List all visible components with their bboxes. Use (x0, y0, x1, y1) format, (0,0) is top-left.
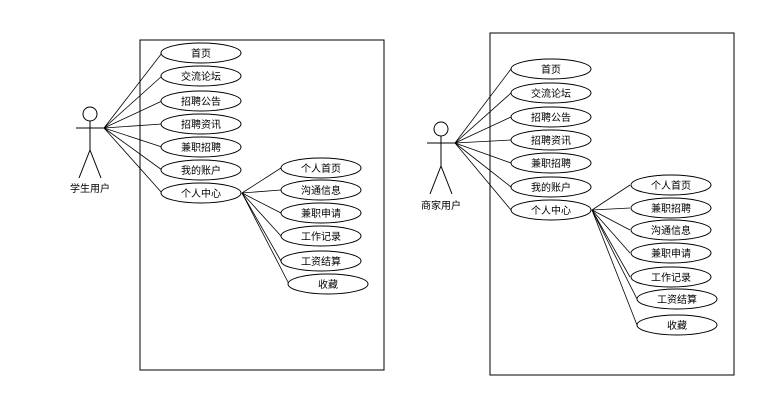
use-case-forum[interactable]: 交流论坛 (510, 82, 592, 104)
use-case-label: 兼职招聘 (531, 157, 571, 170)
use-case-label: 工资结算 (657, 293, 697, 306)
use-case-personal-home[interactable]: 个人首页 (630, 174, 712, 196)
use-case-label: 个人首页 (651, 179, 691, 192)
use-case-label: 收藏 (667, 319, 687, 332)
association-lines (454, 68, 638, 326)
use-case-forum[interactable]: 交流论坛 (160, 65, 242, 87)
use-case-job-application[interactable]: 兼职申请 (280, 202, 362, 224)
merchant-actor-label: 商家用户 (421, 199, 461, 212)
use-case-favorites[interactable]: 收藏 (636, 314, 718, 336)
use-case-label: 个人首页 (301, 162, 341, 175)
student-use-case-diagram: 学生用户 首页 交流论坛 招聘公告 招聘资讯 兼职招聘 (70, 39, 385, 371)
merchant-actor (427, 121, 455, 195)
use-case-home[interactable]: 首页 (160, 42, 242, 64)
use-case-job-news[interactable]: 招聘资讯 (510, 129, 592, 151)
use-case-label: 兼职申请 (651, 247, 691, 260)
use-case-label: 招聘资讯 (531, 134, 571, 147)
use-case-messages[interactable]: 沟通信息 (630, 219, 712, 241)
association-lines (103, 52, 290, 285)
use-case-label: 招聘公告 (531, 111, 571, 124)
student-actor (76, 106, 104, 179)
actor-head (433, 121, 449, 137)
use-case-label: 个人中心 (531, 204, 571, 217)
use-case-home[interactable]: 首页 (510, 58, 592, 80)
use-case-label: 我的账户 (181, 164, 221, 177)
use-case-label: 招聘资讯 (181, 118, 221, 131)
use-case-label: 兼职招聘 (181, 141, 221, 154)
actor-head (82, 106, 98, 122)
use-case-salary-settlement[interactable]: 工资结算 (636, 288, 718, 310)
use-case-job-news[interactable]: 招聘资讯 (160, 113, 242, 135)
use-case-job-application[interactable]: 兼职申请 (630, 242, 712, 264)
use-case-label: 招聘公告 (181, 95, 221, 108)
use-case-label: 收藏 (318, 278, 338, 291)
use-case-label: 工资结算 (301, 255, 341, 268)
use-case-job-announcement[interactable]: 招聘公告 (160, 90, 242, 112)
use-case-part-time-jobs[interactable]: 兼职招聘 (160, 136, 242, 158)
sub-use-cases: 个人首页 沟通信息 兼职申请 工作记录 工资结算 收藏 (280, 157, 369, 295)
use-case-label: 兼职申请 (301, 207, 341, 220)
use-case-work-records[interactable]: 工作记录 (280, 225, 362, 247)
system-boundary (489, 32, 735, 376)
use-case-job-announcement[interactable]: 招聘公告 (510, 106, 592, 128)
student-actor-label: 学生用户 (70, 182, 110, 195)
use-case-my-account[interactable]: 我的账户 (510, 176, 592, 198)
main-use-cases: 首页 交流论坛 招聘公告 招聘资讯 兼职招聘 我的账户 (160, 42, 242, 204)
use-case-personal-home[interactable]: 个人首页 (280, 157, 362, 179)
use-case-label: 沟通信息 (651, 224, 691, 237)
merchant-use-case-diagram: 商家用户 首页 交流论坛 招聘公告 招聘资讯 兼职招聘 (421, 32, 735, 376)
system-boundary (139, 39, 385, 371)
use-case-personal-center[interactable]: 个人中心 (160, 182, 242, 204)
use-case-label: 沟通信息 (301, 184, 341, 197)
use-case-label: 个人中心 (181, 187, 221, 200)
main-use-cases: 首页 交流论坛 招聘公告 招聘资讯 兼职招聘 我的账户 (510, 58, 592, 221)
use-case-label: 首页 (191, 47, 211, 60)
use-case-personal-center[interactable]: 个人中心 (510, 199, 592, 221)
use-case-label: 首页 (541, 63, 561, 76)
use-case-label: 我的账户 (531, 181, 571, 194)
use-case-my-account[interactable]: 我的账户 (160, 159, 242, 181)
use-case-label: 交流论坛 (531, 87, 571, 100)
use-case-label: 交流论坛 (181, 70, 221, 83)
use-case-work-records[interactable]: 工作记录 (630, 266, 712, 288)
use-case-label: 工作记录 (301, 231, 341, 243)
sub-use-cases: 个人首页 兼职招聘 沟通信息 兼职申请 工作记录 工资结算 (630, 174, 718, 336)
use-case-label: 兼职招聘 (651, 202, 691, 215)
use-case-messages[interactable]: 沟通信息 (280, 179, 362, 201)
use-case-label: 工作记录 (651, 272, 691, 284)
use-case-part-time-jobs[interactable]: 兼职招聘 (510, 152, 592, 174)
use-case-salary-settlement[interactable]: 工资结算 (280, 250, 362, 272)
use-case-favorites[interactable]: 收藏 (287, 273, 369, 295)
use-case-job-posting[interactable]: 兼职招聘 (630, 197, 712, 219)
